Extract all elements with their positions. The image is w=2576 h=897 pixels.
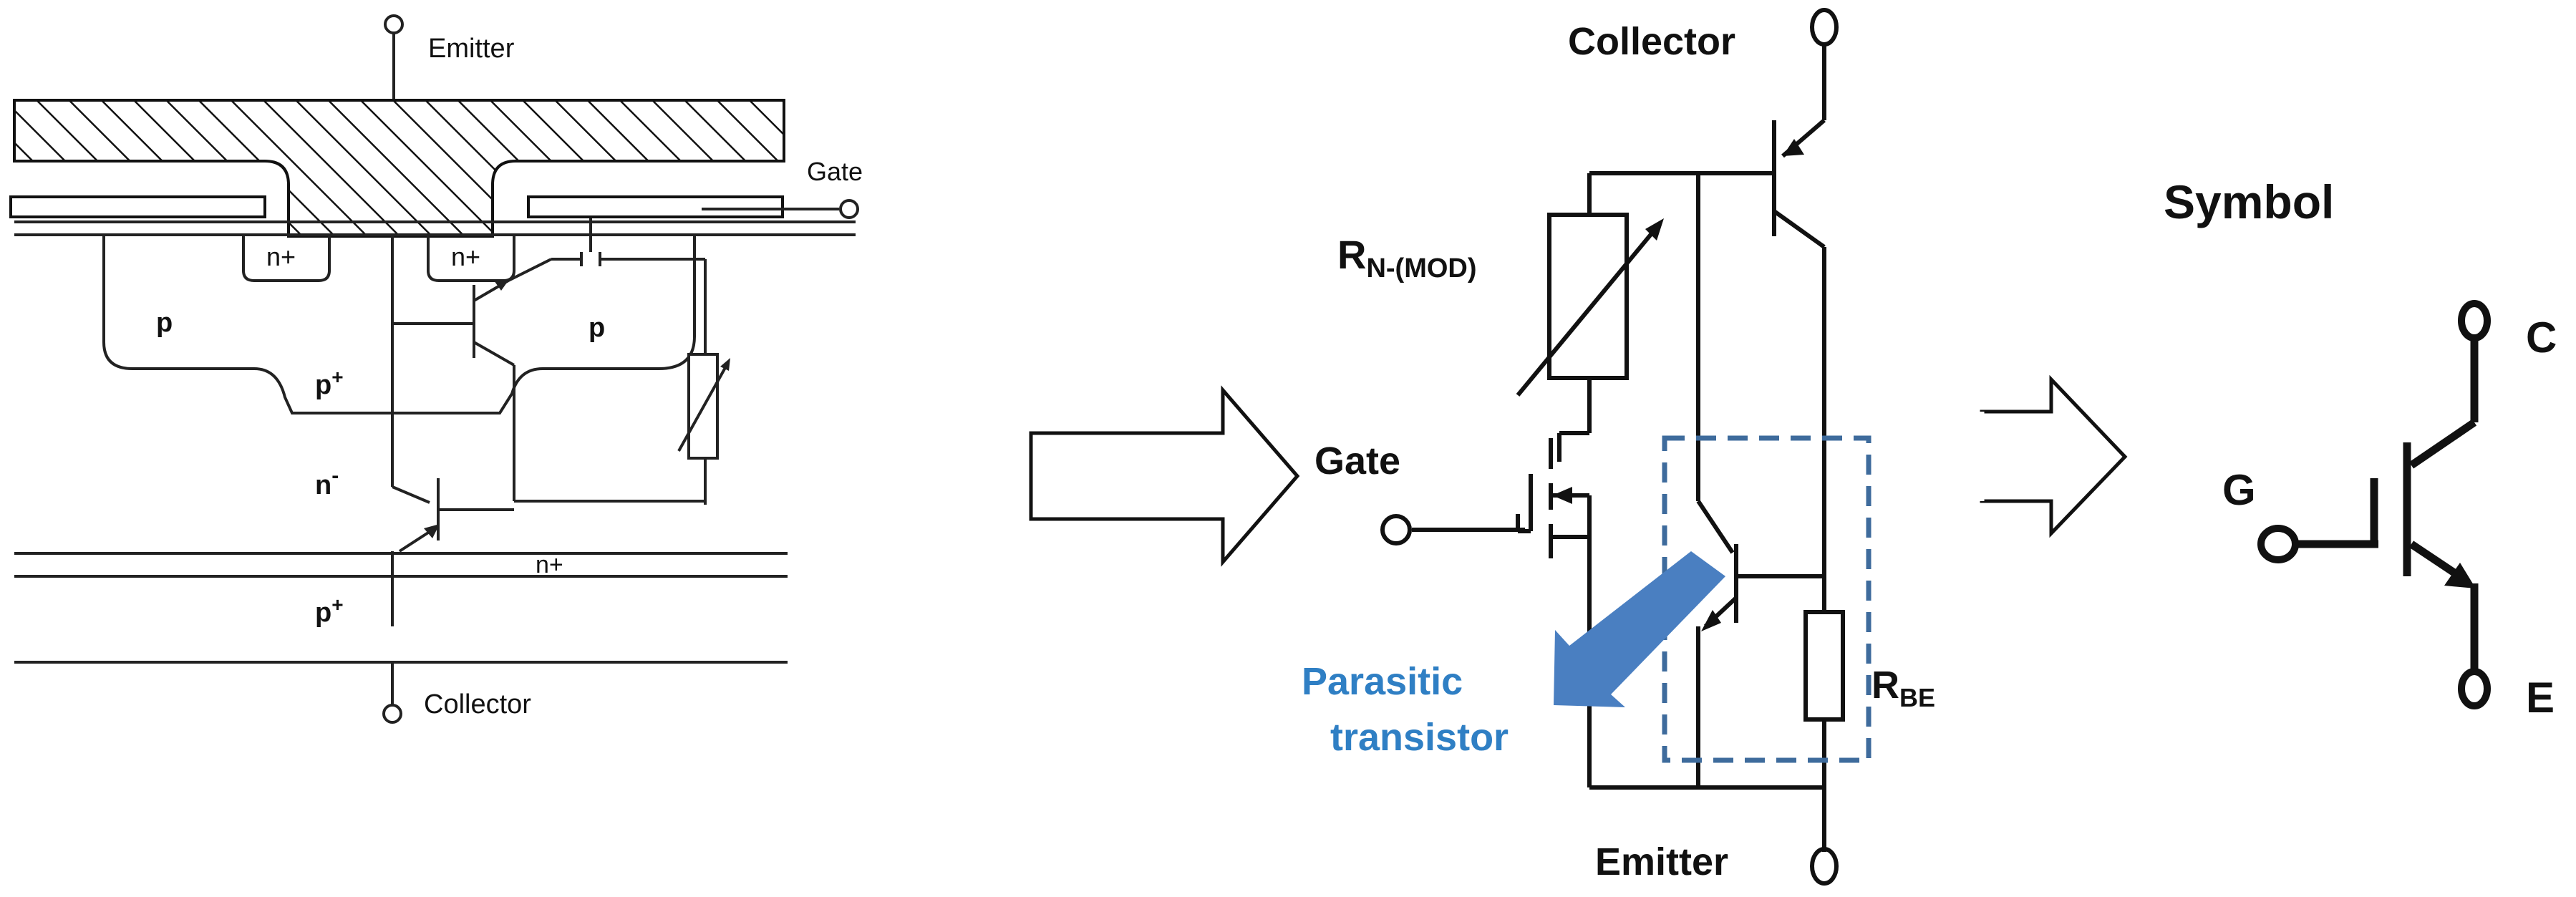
n-minus-label: n- xyxy=(315,464,339,500)
symbol-g-label: G xyxy=(2222,466,2256,514)
rn-mod-arrowhead xyxy=(1645,218,1664,241)
p-label-left: p xyxy=(156,308,173,338)
mos-body-arrow xyxy=(1552,487,1572,504)
n-plus-well-right xyxy=(427,235,515,282)
npn-par-arrow xyxy=(1701,610,1721,631)
symbol-c-label: C xyxy=(2526,314,2557,362)
rn-mod-label: RN-(MOD) xyxy=(1337,232,1477,283)
emitter-label: Emitter xyxy=(428,34,515,64)
gate-label: Gate xyxy=(807,157,863,186)
p-plus-substrate-label: p+ xyxy=(315,593,344,628)
symbol-e-label: E xyxy=(2526,674,2555,722)
ec-emitter-label: Emitter xyxy=(1595,840,1728,883)
drift-resistor-arrow-line xyxy=(677,364,728,452)
n-plus-label-left: n+ xyxy=(266,242,296,271)
ec-gate-terminal xyxy=(1380,514,1412,546)
symbol-e-terminal xyxy=(2458,668,2491,709)
rn-mod-arrow-line xyxy=(1516,228,1657,397)
transform-arrow-2 xyxy=(1980,374,2128,538)
collector-terminal xyxy=(382,704,402,724)
n-plus-well-left xyxy=(242,235,331,282)
pnp-main-arrow xyxy=(1783,139,1804,156)
pnp-lower-collector xyxy=(392,485,430,504)
parasitic-label-line1: Parasitic xyxy=(1302,660,1463,703)
n-plus-label-right: n+ xyxy=(451,242,480,271)
rbe-label: RBE xyxy=(1872,664,1935,712)
igbt-symbol: Symbol C G E xyxy=(2164,175,2557,722)
gate-poly-left xyxy=(9,195,266,218)
symbol-c-terminal xyxy=(2458,300,2491,341)
collector-title: Collector xyxy=(1568,20,1735,63)
ec-gate-label: Gate xyxy=(1314,440,1400,483)
collector-label: Collector xyxy=(424,689,531,719)
igbt-cross-section: Emitter Gate n+ n+ p p p+ n- xyxy=(9,14,863,724)
parasitic-arrow xyxy=(1554,551,1725,707)
p-label-right: p xyxy=(589,313,605,343)
buffer-n-plus-label: n+ xyxy=(536,551,563,578)
symbol-g-terminal xyxy=(2257,525,2299,563)
npn-top-emitter xyxy=(473,341,515,367)
transform-arrow-1 xyxy=(1029,385,1300,567)
symbol-title: Symbol xyxy=(2164,175,2334,228)
ec-emitter-terminal xyxy=(1810,847,1839,886)
symbol-c-diag xyxy=(2408,419,2477,469)
p-body xyxy=(102,235,696,414)
pnp-main-collector xyxy=(1773,209,1826,249)
pnp-lower-arrow xyxy=(424,524,440,538)
emitter-terminal xyxy=(384,14,404,34)
p-plus-label: p+ xyxy=(315,366,344,400)
gate-poly-right xyxy=(527,195,784,218)
npn-top-arrow xyxy=(494,281,508,291)
wire-npn-to-mos xyxy=(508,258,552,282)
ec-collector-terminal xyxy=(1810,8,1839,47)
symbol-e-arrow xyxy=(2444,563,2476,588)
npn-par-collector xyxy=(1696,500,1735,554)
rn-mod-resistor xyxy=(1547,213,1629,380)
parasitic-label-line2: transistor xyxy=(1330,716,1509,759)
rbe-resistor xyxy=(1803,610,1845,722)
gate-terminal xyxy=(839,199,859,219)
drift-resistor-arrowhead xyxy=(720,358,730,371)
equivalent-circuit: Collector RN-(MOD) Gate xyxy=(1302,8,1935,886)
